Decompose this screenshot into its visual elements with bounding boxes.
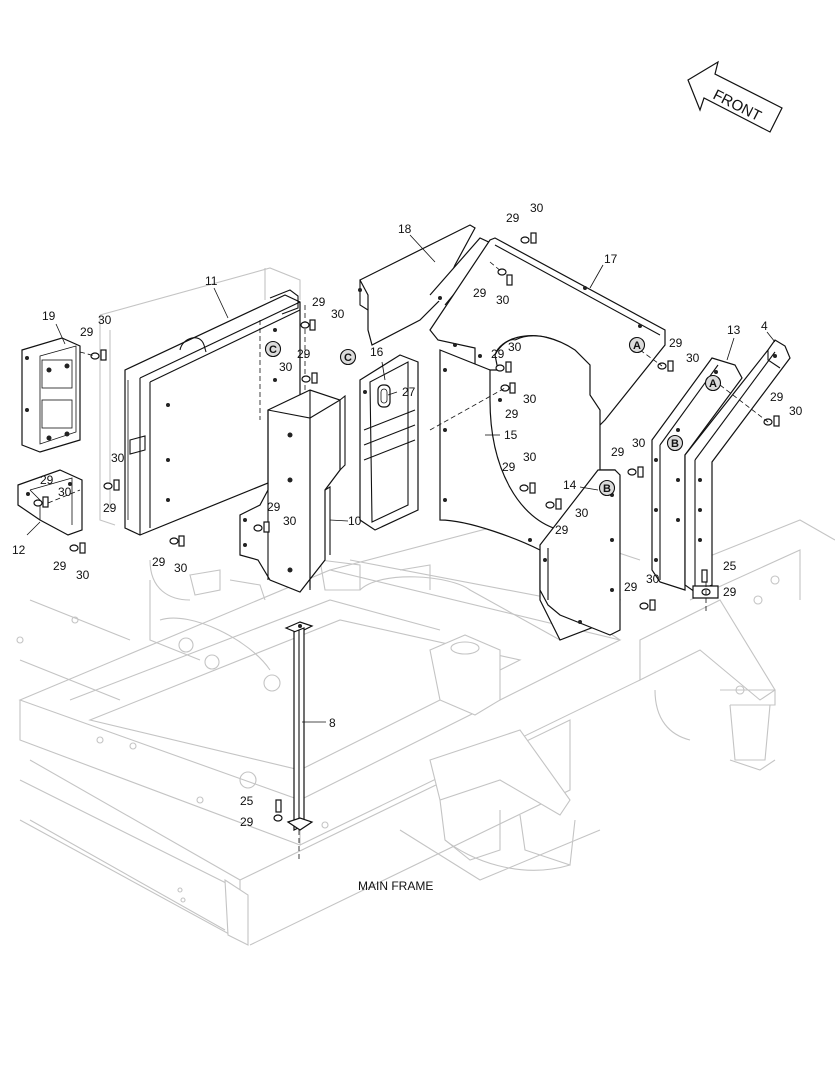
- callout-29: 29: [53, 559, 67, 573]
- callout-29: 29: [40, 473, 54, 487]
- reference-markers: A A B B C C: [264, 336, 722, 497]
- ref-marker-c-2: C: [339, 348, 357, 366]
- bolt-group-19: [90, 349, 107, 361]
- callout-29: 29: [502, 460, 516, 474]
- bolt-group-11c: [300, 319, 316, 331]
- callout-11: 11: [205, 274, 218, 288]
- callout-29: 29: [80, 325, 94, 339]
- callout-numbers: 30 29 18 17 11 29 30 29 19 30 30 29 13 4…: [12, 201, 803, 829]
- main-frame-label: MAIN FRAME: [358, 879, 433, 893]
- callout-30: 30: [686, 351, 700, 365]
- callout-30: 30: [58, 485, 72, 499]
- callout-30: 30: [632, 436, 646, 450]
- bolt-group-15a: [495, 361, 512, 373]
- callout-29: 29: [240, 815, 254, 829]
- part-19-bracket: [21, 337, 81, 453]
- svg-text:C: C: [269, 344, 277, 356]
- callout-30: 30: [496, 293, 510, 307]
- callout-8: 8: [329, 716, 336, 730]
- callout-25: 25: [240, 794, 254, 808]
- callout-29: 29: [473, 286, 487, 300]
- ref-marker-a-2: A: [704, 374, 722, 392]
- callout-12: 12: [12, 543, 26, 557]
- callout-29: 29: [152, 555, 166, 569]
- callout-10: 10: [348, 514, 362, 528]
- callout-30: 30: [279, 360, 293, 374]
- callout-29: 29: [267, 500, 281, 514]
- fasteners: [33, 232, 780, 822]
- part-8-stay-rod: [284, 621, 314, 860]
- callout-29: 29: [624, 580, 638, 594]
- callout-25: 25: [723, 559, 737, 573]
- svg-text:A: A: [709, 378, 717, 390]
- bolt-group-10: [253, 521, 270, 533]
- callout-30: 30: [523, 392, 537, 406]
- callout-29: 29: [506, 211, 520, 225]
- bolt-group-14a: [545, 498, 562, 510]
- callout-30: 30: [575, 506, 589, 520]
- bolt-group-14b: [627, 466, 644, 478]
- callout-29: 29: [505, 407, 519, 421]
- bolt-group-18: [520, 232, 537, 244]
- leader-lines: [26, 234, 776, 723]
- bolt-group-11d: [301, 372, 318, 384]
- callout-18: 18: [398, 222, 412, 236]
- callout-30: 30: [789, 404, 803, 418]
- callout-29: 29: [723, 585, 737, 599]
- svg-text:C: C: [344, 352, 352, 364]
- front-direction-arrow: FRONT: [687, 60, 783, 133]
- part-14-side-panel: [539, 469, 621, 636]
- bolt-group-8: [273, 799, 283, 822]
- main-frame-drawing: [16, 267, 835, 946]
- part-16-bracket: [359, 354, 419, 531]
- callout-30: 30: [76, 568, 90, 582]
- bolt-group-11a: [103, 479, 120, 491]
- bolt-group-12: [33, 496, 49, 508]
- callout-30: 30: [111, 451, 125, 465]
- callout-29: 29: [770, 390, 784, 404]
- callout-14: 14: [563, 478, 577, 492]
- part-10-shroud: [239, 389, 346, 593]
- callout-29: 29: [312, 295, 326, 309]
- callout-30: 30: [98, 313, 112, 327]
- callout-29: 29: [611, 445, 625, 459]
- callout-19: 19: [42, 309, 56, 323]
- callout-13: 13: [727, 323, 741, 337]
- bolt-group-17: [657, 360, 674, 372]
- callout-29: 29: [555, 523, 569, 537]
- callout-30: 30: [508, 340, 522, 354]
- callout-16: 16: [370, 345, 384, 359]
- callout-30: 30: [646, 572, 660, 586]
- callout-30: 30: [331, 307, 345, 321]
- callout-15: 15: [504, 428, 518, 442]
- part-18-top-panel: [358, 224, 496, 346]
- callout-4: 4: [761, 319, 768, 333]
- callout-29: 29: [669, 336, 683, 350]
- ref-marker-a-1: A: [628, 336, 646, 354]
- bolt-group-15b: [500, 382, 516, 394]
- svg-text:B: B: [603, 483, 611, 495]
- callout-29: 29: [103, 501, 117, 515]
- bolt-group-18b: [497, 268, 513, 286]
- callout-17: 17: [604, 252, 618, 266]
- svg-text:A: A: [633, 340, 641, 352]
- callout-29: 29: [491, 347, 505, 361]
- ref-marker-c-1: C: [264, 340, 282, 358]
- callout-30: 30: [174, 561, 188, 575]
- ref-marker-b-2: B: [598, 479, 616, 497]
- callout-29: 29: [297, 347, 311, 361]
- ref-marker-b-1: B: [666, 434, 684, 452]
- callout-30: 30: [530, 201, 544, 215]
- bolt-group-12b: [69, 542, 86, 554]
- svg-text:B: B: [671, 438, 679, 450]
- callout-30: 30: [523, 450, 537, 464]
- callout-27: 27: [402, 385, 416, 399]
- callout-30: 30: [283, 514, 297, 528]
- bolt-group-11b: [169, 535, 185, 547]
- bolt-group-14c: [639, 599, 656, 611]
- bolt-group-15c: [519, 482, 536, 494]
